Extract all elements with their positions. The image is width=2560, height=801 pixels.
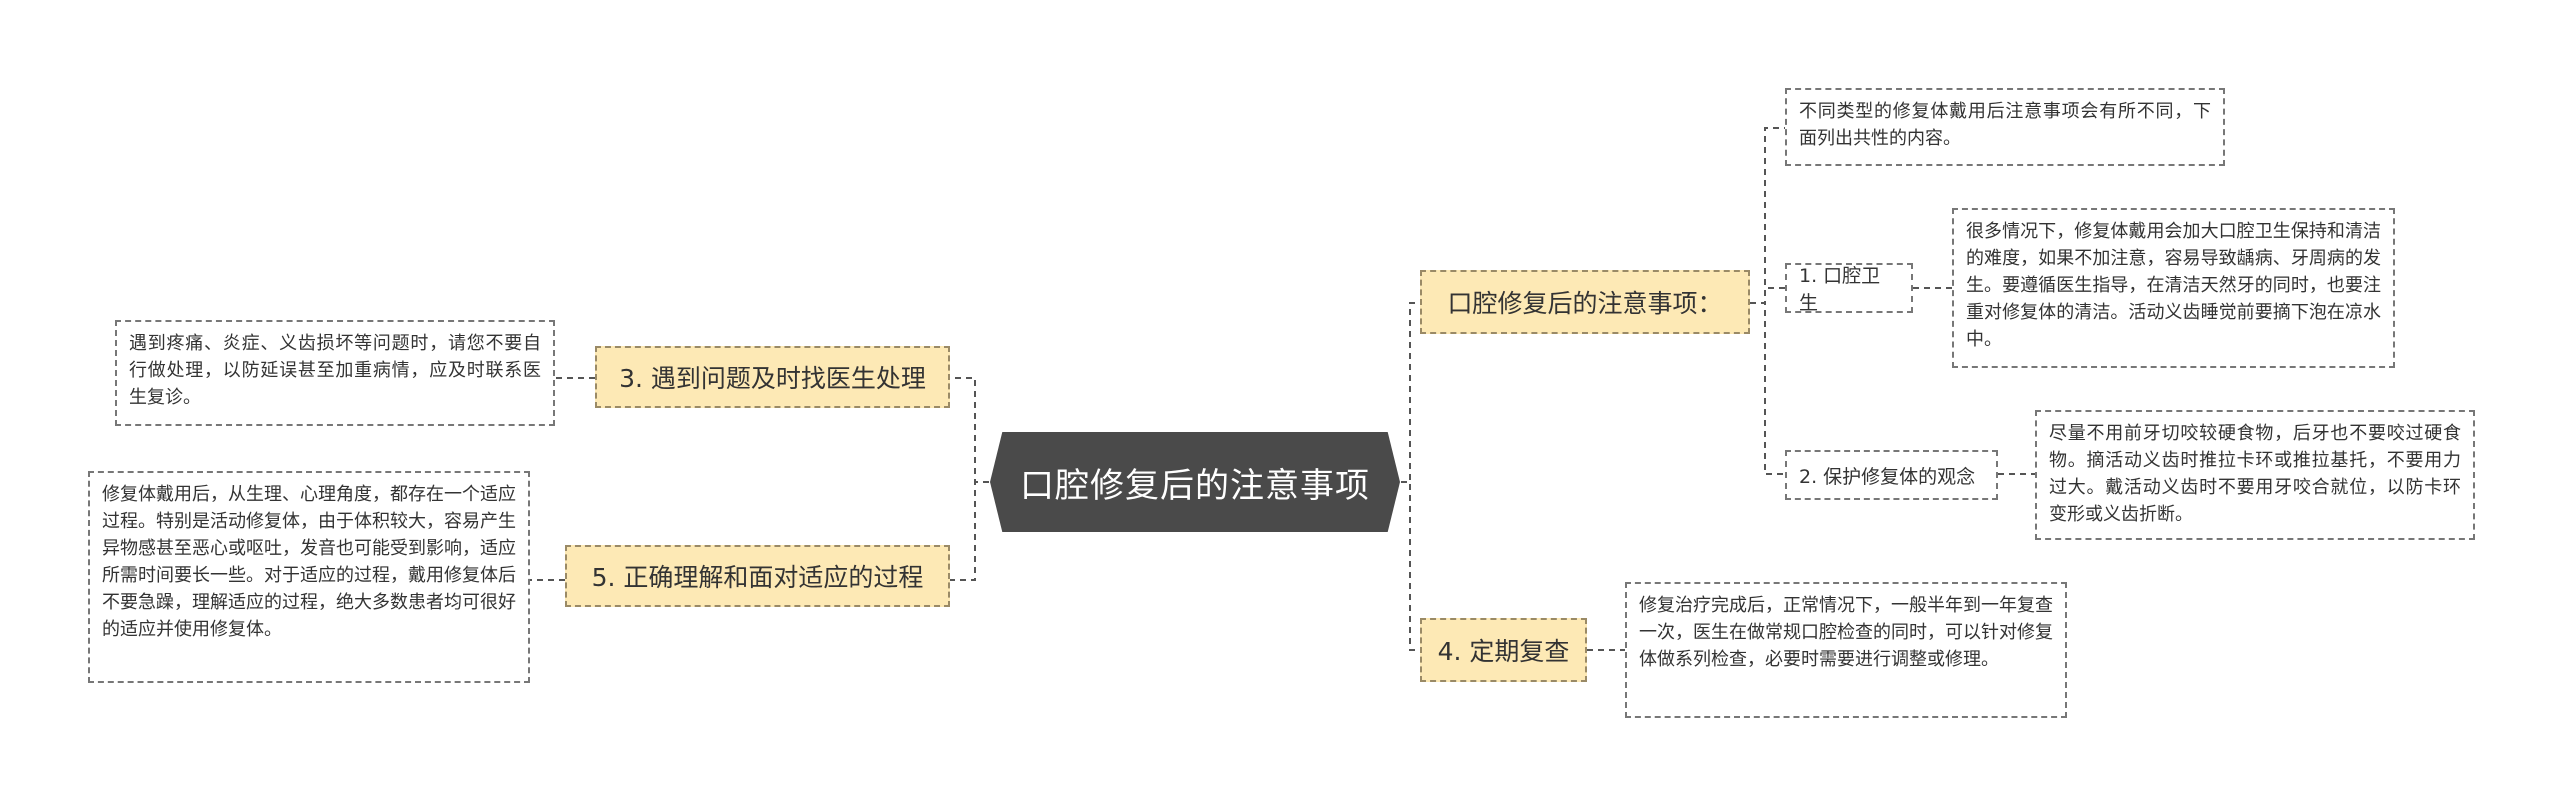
connector-root-topic3 (950, 377, 1000, 483)
topic-5-label: 5. 正确理解和面对适应的过程 (591, 563, 924, 592)
topic-4-note-text: 修复治疗完成后，正常情况下，一般半年到一年复查一次，医生在做常规口腔检查的同时，… (1639, 595, 2053, 670)
root-label: 口腔修复后的注意事项 (1020, 465, 1370, 506)
topic-3-note: 遇到疼痛、炎症、义齿损坏等问题时，请您不要自行做处理，以防延误甚至加重病情，应及… (115, 320, 555, 426)
topic-4-label: 4. 定期复查 (1437, 637, 1570, 666)
sub-1-node[interactable]: 1. 口腔卫生 (1785, 263, 1913, 314)
connector-root-topicA (1390, 302, 1420, 483)
sub-2-note: 尽量不用前牙切咬较硬食物，后牙也不要咬过硬食物。摘活动义齿时推拉卡环或推拉基托，… (2035, 410, 2475, 540)
topic-a-node[interactable]: 口腔修复后的注意事项： (1420, 270, 1750, 334)
topic-a-intro: 不同类型的修复体戴用后注意事项会有所不同，下面列出共性的内容。 (1785, 88, 2225, 166)
sub-1-note: 很多情况下，修复体戴用会加大口腔卫生保持和清洁的难度，如果不加注意，容易导致龋病… (1952, 208, 2395, 368)
sub-2-label: 2. 保护修复体的观念 (1799, 465, 1976, 488)
topic-5-note: 修复体戴用后，从生理、心理角度，都存在一个适应过程。特别是活动修复体，由于体积较… (88, 471, 530, 683)
connector-root-topic5 (950, 481, 1000, 581)
connector-topicA-intro (1750, 127, 1785, 304)
topic-4-note: 修复治疗完成后，正常情况下，一般半年到一年复查一次，医生在做常规口腔检查的同时，… (1625, 582, 2067, 718)
connector-root-topic4 (1390, 481, 1420, 651)
root-node[interactable]: 口腔修复后的注意事项 (990, 432, 1400, 532)
topic-a-intro-text: 不同类型的修复体戴用后注意事项会有所不同，下面列出共性的内容。 (1799, 101, 2211, 149)
connector-topicA-sub2 (1750, 302, 1785, 475)
topic-3-node[interactable]: 3. 遇到问题及时找医生处理 (595, 346, 950, 408)
sub-1-note-text: 很多情况下，修复体戴用会加大口腔卫生保持和清洁的难度，如果不加注意，容易导致龋病… (1966, 221, 2381, 350)
topic-a-label: 口腔修复后的注意事项： (1447, 289, 1723, 318)
topic-4-node[interactable]: 4. 定期复查 (1420, 618, 1587, 682)
topic-5-node[interactable]: 5. 正确理解和面对适应的过程 (565, 545, 950, 607)
topic-5-note-text: 修复体戴用后，从生理、心理角度，都存在一个适应过程。特别是活动修复体，由于体积较… (102, 484, 516, 640)
sub-2-node[interactable]: 2. 保护修复体的观念 (1785, 450, 1998, 500)
sub-1-label: 1. 口腔卫生 (1799, 265, 1881, 314)
topic-3-note-text: 遇到疼痛、炎症、义齿损坏等问题时，请您不要自行做处理，以防延误甚至加重病情，应及… (129, 333, 541, 408)
connector-topicA-sub1 (1750, 287, 1785, 304)
sub-2-note-text: 尽量不用前牙切咬较硬食物，后牙也不要咬过硬食物。摘活动义齿时推拉卡环或推拉基托，… (2049, 423, 2461, 525)
topic-3-label: 3. 遇到问题及时找医生处理 (619, 364, 926, 393)
